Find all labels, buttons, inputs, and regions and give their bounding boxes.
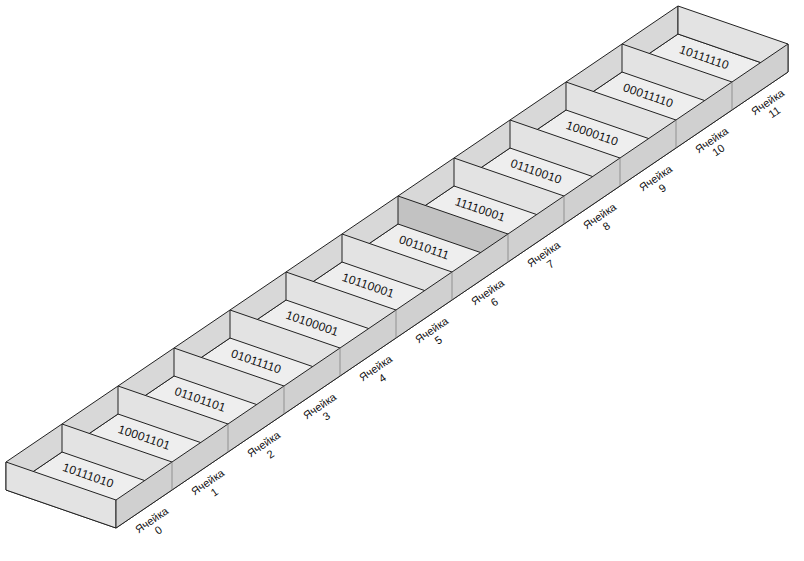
cell-label: Ячейка 6 [469,276,513,317]
cell-label: Ячейка 11 [749,86,793,127]
front-wall-seam [452,272,453,300]
front-wall-seam [676,120,677,148]
front-wall-seam [564,196,565,224]
cell-label: Ячейка 10 [693,124,737,165]
cell-contents: 10100001 [284,309,340,339]
front-wall-seam [508,234,509,262]
cell-contents: 10000110 [565,119,620,149]
front-wall-seam [284,386,285,414]
front-wall-seam [620,158,621,186]
tray-back-wall [6,6,678,490]
front-wall-seam [172,462,173,490]
cell-label: Ячейка 9 [637,162,681,203]
front-wall-seam [396,310,397,338]
cell-contents: 00011110 [621,81,675,111]
tray-floor [6,34,788,528]
tray-front-wall [116,44,788,528]
memory-cell: 10111110Ячейка 11 [622,6,795,129]
front-wall-seam [340,348,341,376]
cell-label: Ячейка 2 [245,428,289,469]
cell-contents: 01011110 [229,347,283,377]
front-wall-seam [732,82,733,110]
cell-label: Ячейка 7 [525,238,569,279]
cell-label: Ячейка 4 [357,352,401,393]
cell-label: Ячейка 5 [413,314,457,355]
cell-label: Ячейка 1 [189,466,233,507]
front-wall-seam [228,424,229,452]
cell-divider [6,462,116,528]
cell-label: Ячейка 0 [133,504,177,545]
cell-contents: 10111110 [678,43,731,72]
cell-contents: 01101101 [173,385,228,415]
cell-contents: 10111010 [61,461,116,491]
cell-label: Ячейка 3 [301,390,345,431]
cell-contents: 10001101 [117,423,172,453]
cell-contents: 11110001 [453,195,507,225]
cell-label: Ячейка 8 [581,200,625,241]
cell-contents: 01110010 [509,157,564,187]
cell-contents: 00110111 [397,233,451,263]
cell-contents: 10110001 [341,271,396,301]
